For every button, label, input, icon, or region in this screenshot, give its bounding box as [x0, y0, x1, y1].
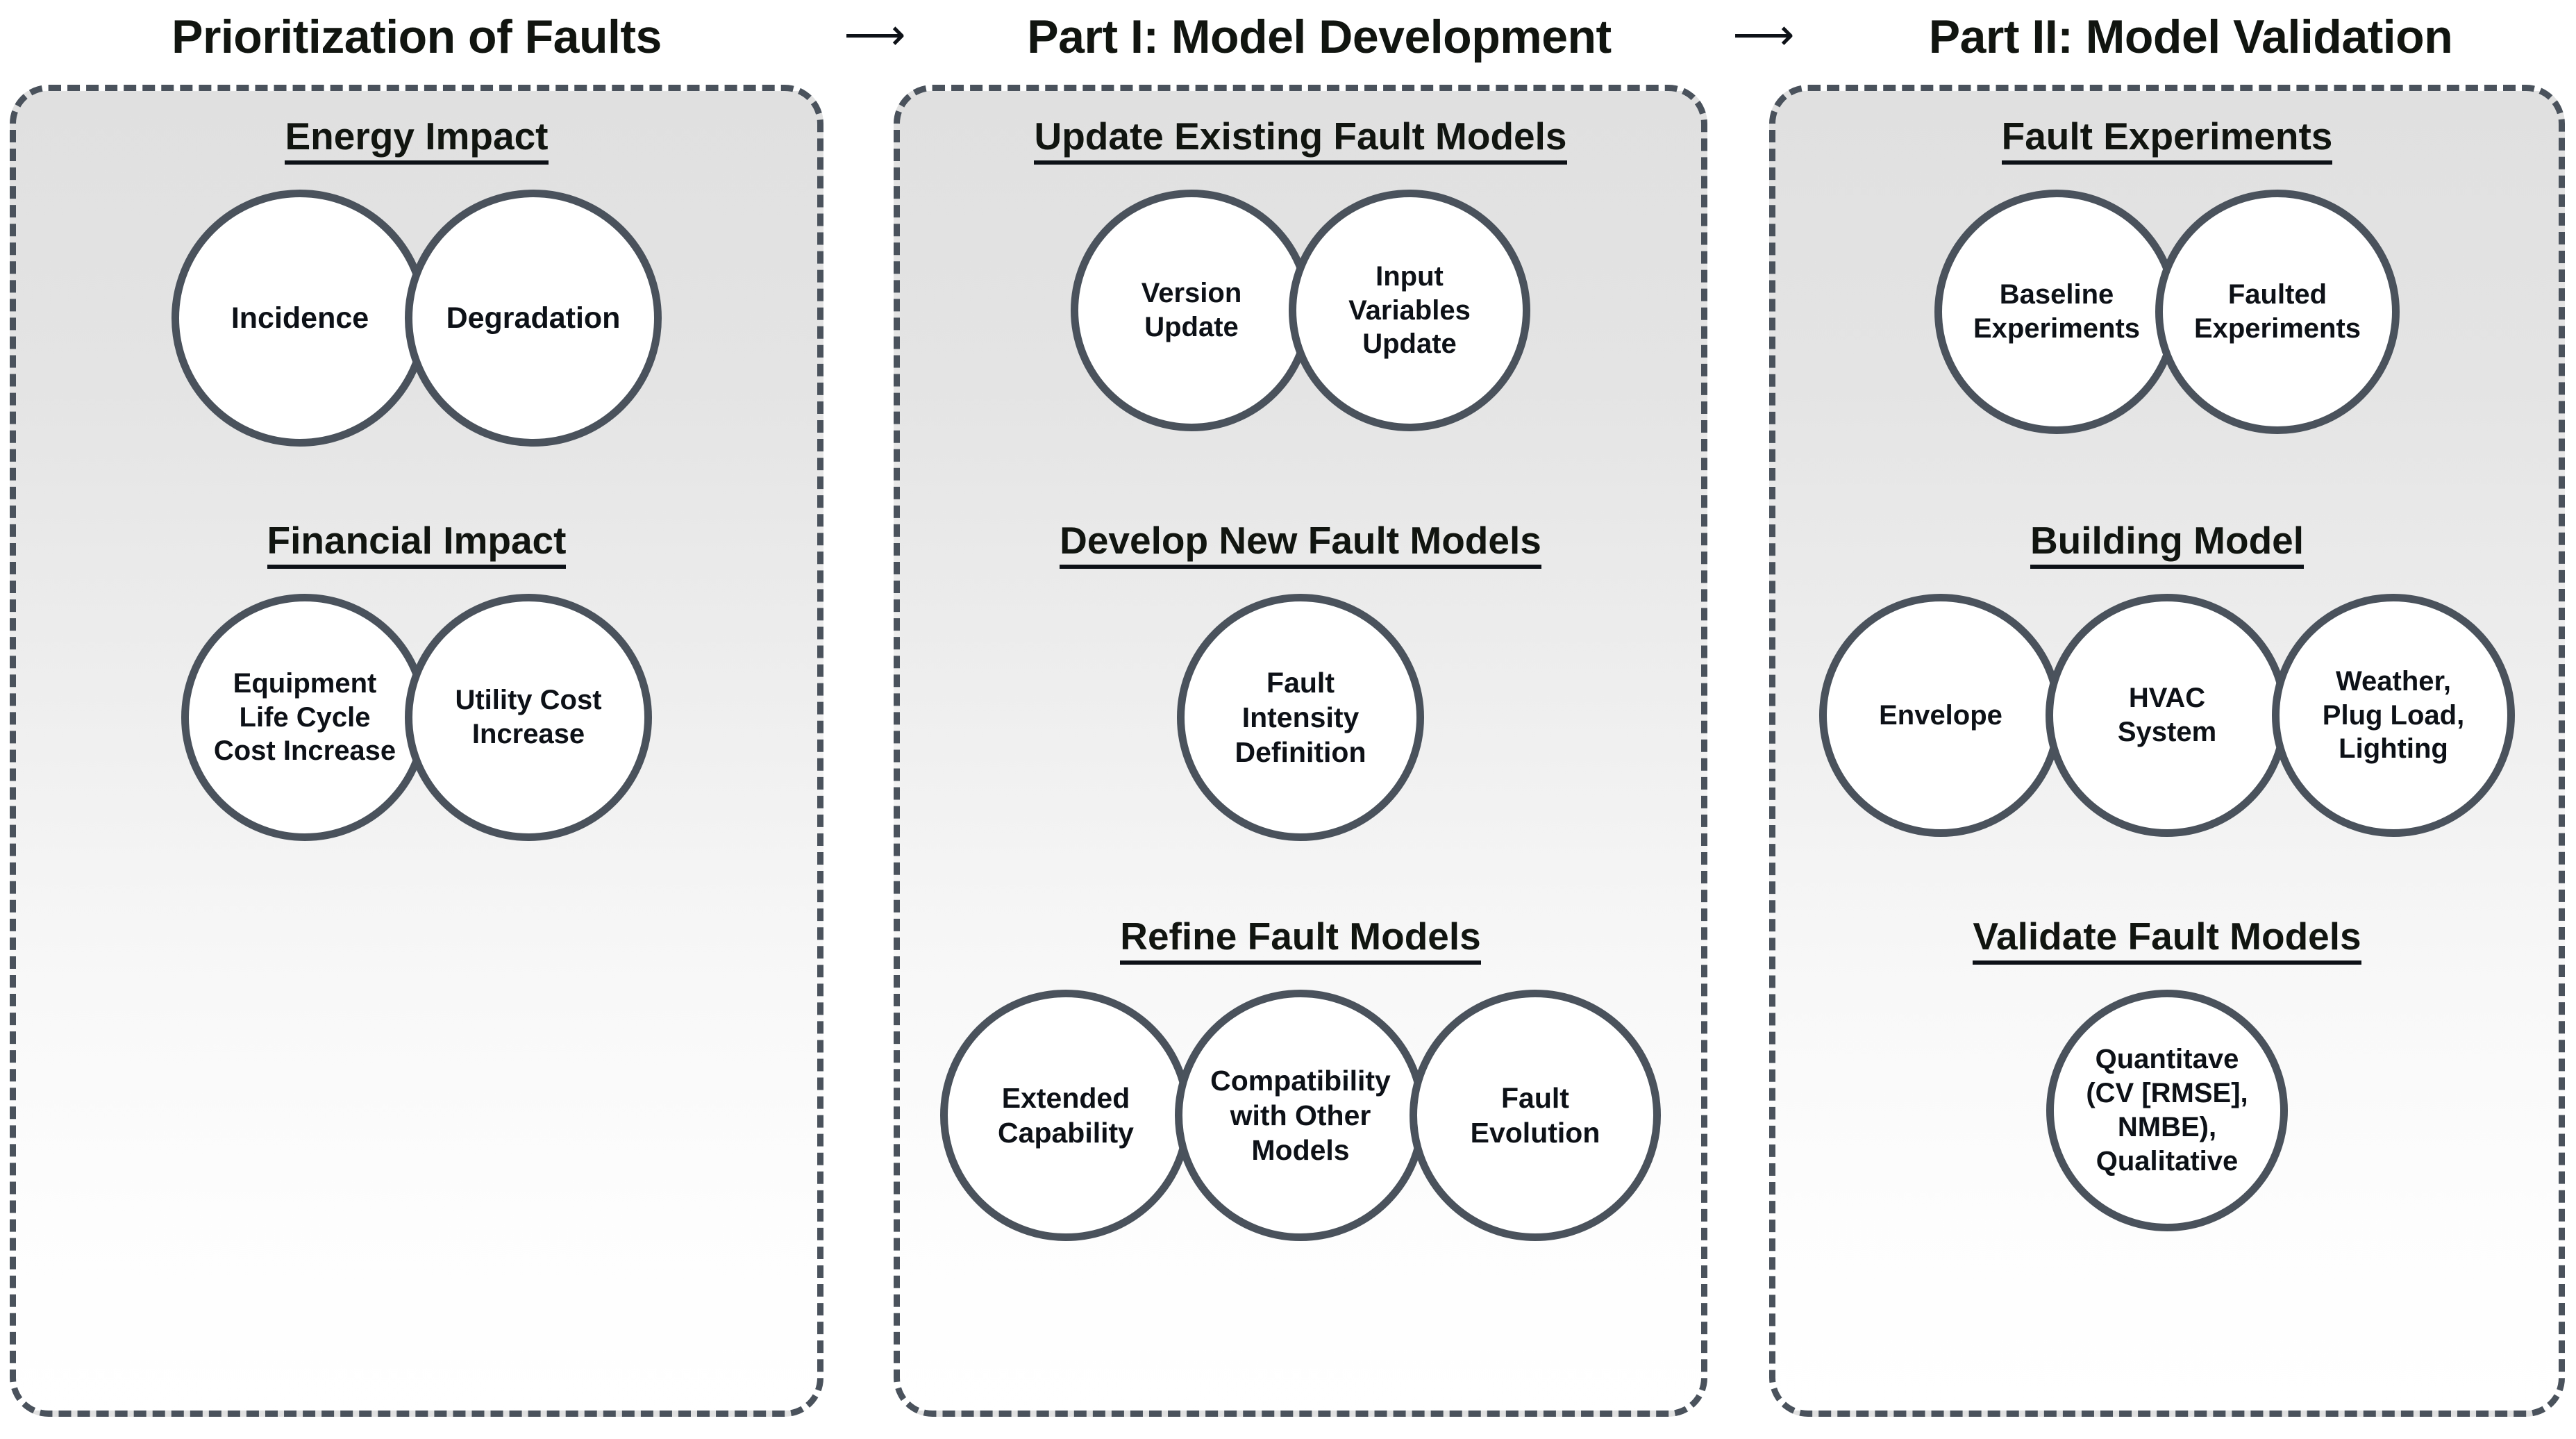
section-title-update-existing-fault-models: Update Existing Fault Models [900, 117, 1701, 165]
flow-arrow-2: ⟶ [1722, 0, 1805, 73]
panel-part1-model-development: Update Existing Fault Models Version Upd… [894, 85, 1707, 1417]
node-utility-cost-increase[interactable]: Utility Cost Increase [405, 594, 652, 841]
circle-row-develop-new-fault-models: Fault Intensity Definition [900, 594, 1701, 841]
section-title-text: Financial Impact [267, 522, 567, 569]
node-label: Extended Capability [998, 1081, 1134, 1149]
section-fault-experiments: Fault Experiments Baseline Experiments F… [1775, 117, 2559, 434]
node-baseline-experiments[interactable]: Baseline Experiments [1934, 190, 2179, 434]
node-quantitave-qualitative[interactable]: Quantitave (CV [RMSE], NMBE), Qualitativ… [2046, 990, 2288, 1231]
section-title-building-model: Building Model [1775, 522, 2559, 569]
node-version-update[interactable]: Version Update [1071, 190, 1312, 431]
section-title-develop-new-fault-models: Develop New Fault Models [900, 522, 1701, 569]
node-label: Quantitave (CV [RMSE], NMBE), Qualitativ… [2086, 1044, 2248, 1176]
section-refine-fault-models: Refine Fault Models Extended Capability … [900, 917, 1701, 1241]
node-input-variables-update[interactable]: Input Variables Update [1289, 190, 1530, 431]
section-develop-new-fault-models: Develop New Fault Models Fault Intensity… [900, 522, 1701, 841]
node-label: Degradation [446, 301, 621, 335]
node-envelope[interactable]: Envelope [1819, 594, 2062, 837]
node-label: Equipment Life Cycle Cost Increase [213, 667, 396, 767]
section-title-text: Building Model [2030, 522, 2305, 569]
section-title-energy-impact: Energy Impact [16, 117, 817, 165]
node-label: HVAC System [2117, 683, 2217, 747]
flow-arrow-1: ⟶ [833, 0, 917, 73]
section-update-existing-fault-models: Update Existing Fault Models Version Upd… [900, 117, 1701, 431]
circle-row-refine-fault-models: Extended Capability Compatibility with O… [900, 990, 1701, 1241]
section-title-text: Validate Fault Models [1973, 917, 2361, 965]
circle-row-building-model: Envelope HVAC System Weather, Plug Load,… [1775, 594, 2559, 837]
node-compatibility-with-other-models[interactable]: Compatibility with Other Models [1175, 990, 1426, 1241]
node-label: Input Variables Update [1348, 260, 1471, 360]
section-energy-impact: Energy Impact Incidence Degradation [16, 117, 817, 447]
section-title-validate-fault-models: Validate Fault Models [1775, 917, 2559, 965]
node-fault-evolution[interactable]: Fault Evolution [1410, 990, 1661, 1241]
node-hvac-system[interactable]: HVAC System [2046, 594, 2289, 837]
node-label: Envelope [1879, 699, 2002, 731]
section-validate-fault-models: Validate Fault Models Quantitave (CV [RM… [1775, 917, 2559, 1231]
node-label: Baseline Experiments [1973, 279, 2141, 344]
section-title-text: Update Existing Fault Models [1034, 117, 1567, 165]
node-equipment-life-cycle-cost-increase[interactable]: Equipment Life Cycle Cost Increase [181, 594, 428, 841]
page-title-part1: Part I: Model Development [1027, 10, 1612, 63]
arrow-right-icon: ⟶ [1732, 8, 1795, 60]
section-title-text: Fault Experiments [2001, 117, 2333, 165]
stage-header-prioritization: Prioritization of Faults [0, 0, 833, 73]
node-extended-capability[interactable]: Extended Capability [940, 990, 1191, 1241]
arrow-right-icon: ⟶ [844, 8, 906, 60]
section-title-fault-experiments: Fault Experiments [1775, 117, 2559, 165]
section-title-refine-fault-models: Refine Fault Models [900, 917, 1701, 965]
node-fault-intensity-definition[interactable]: Fault Intensity Definition [1177, 594, 1424, 841]
panel-prioritization-of-faults: Energy Impact Incidence Degradation Fina… [10, 85, 823, 1417]
section-financial-impact: Financial Impact Equipment Life Cycle Co… [16, 522, 817, 841]
node-weather-plug-load-lighting[interactable]: Weather, Plug Load, Lighting [2272, 594, 2515, 837]
section-title-text: Refine Fault Models [1120, 917, 1481, 965]
node-label: Compatibility with Other Models [1210, 1064, 1391, 1166]
node-label: Utility Cost Increase [455, 685, 602, 749]
circle-row-energy-impact: Incidence Degradation [16, 190, 817, 447]
node-label: Faulted Experiments [2193, 279, 2361, 344]
page-title-part2: Part II: Model Validation [1928, 10, 2453, 63]
node-label: Incidence [231, 301, 369, 335]
node-label: Fault Intensity Definition [1235, 666, 1366, 768]
section-title-text: Energy Impact [285, 117, 549, 165]
stage-header-part1: Part I: Model Development [917, 0, 1722, 73]
node-label: Version Update [1141, 278, 1242, 342]
panel-part2-model-validation: Fault Experiments Baseline Experiments F… [1769, 85, 2565, 1417]
stage-header-row: Prioritization of Faults ⟶ Part I: Model… [0, 0, 2576, 73]
section-title-financial-impact: Financial Impact [16, 522, 817, 569]
stage-header-part2: Part II: Model Validation [1805, 0, 2576, 73]
page-title-prioritization: Prioritization of Faults [172, 10, 662, 63]
node-incidence[interactable]: Incidence [172, 190, 428, 447]
node-degradation[interactable]: Degradation [405, 190, 662, 447]
section-building-model: Building Model Envelope HVAC System Weat… [1775, 522, 2559, 837]
node-label: Weather, Plug Load, Lighting [2322, 665, 2465, 765]
circle-row-validate-fault-models: Quantitave (CV [RMSE], NMBE), Qualitativ… [1775, 990, 2559, 1231]
node-faulted-experiments[interactable]: Faulted Experiments [2155, 190, 2400, 434]
circle-row-update-existing-fault-models: Version Update Input Variables Update [900, 190, 1701, 431]
node-label: Fault Evolution [1470, 1081, 1600, 1149]
circle-row-fault-experiments: Baseline Experiments Faulted Experiments [1775, 190, 2559, 434]
section-title-text: Develop New Fault Models [1060, 522, 1541, 569]
circle-row-financial-impact: Equipment Life Cycle Cost Increase Utili… [16, 594, 817, 841]
